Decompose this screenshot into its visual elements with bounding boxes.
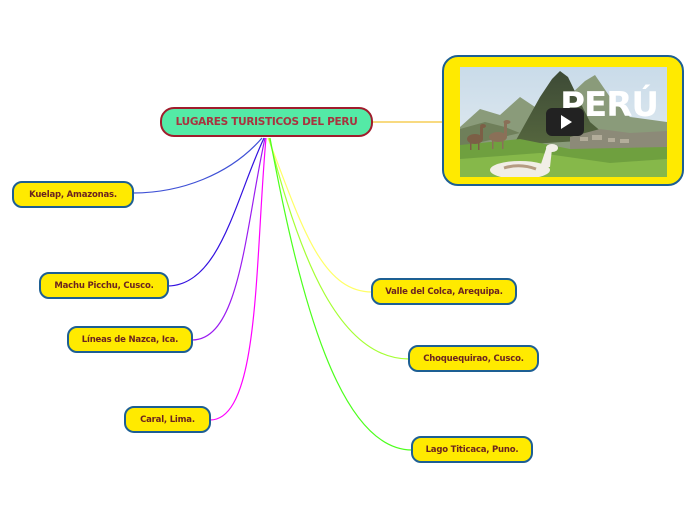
link-nazca bbox=[191, 137, 266, 341]
node-titicaca[interactable]: Lago Titicaca, Puno. bbox=[411, 436, 533, 463]
node-machu-picchu[interactable]: Machu Picchu, Cusco. bbox=[39, 272, 169, 299]
link-machu bbox=[167, 137, 265, 287]
link-caral bbox=[209, 137, 267, 421]
node-label: Líneas de Nazca, Ica. bbox=[81, 334, 179, 345]
link-titicaca bbox=[269, 137, 413, 451]
node-label: Choquequirao, Cusco. bbox=[423, 353, 524, 364]
link-colca bbox=[267, 137, 373, 293]
media-node[interactable]: PERÚ bbox=[442, 55, 684, 186]
root-node[interactable]: LUGARES TURISTICOS DEL PERU bbox=[160, 107, 373, 137]
llama-3 bbox=[490, 144, 558, 177]
node-colca[interactable]: Valle del Colca, Arequipa. bbox=[371, 278, 517, 305]
node-nazca[interactable]: Líneas de Nazca, Ica. bbox=[67, 326, 193, 353]
node-label: Kuelap, Amazonas. bbox=[29, 189, 117, 200]
node-caral[interactable]: Caral, Lima. bbox=[124, 406, 211, 433]
node-label: Caral, Lima. bbox=[140, 414, 195, 425]
llama-1 bbox=[467, 124, 486, 150]
llama-2 bbox=[489, 120, 511, 149]
node-kuelap[interactable]: Kuelap, Amazonas. bbox=[12, 181, 134, 208]
node-choquequirao[interactable]: Choquequirao, Cusco. bbox=[408, 345, 539, 372]
play-icon bbox=[561, 115, 572, 129]
play-button[interactable] bbox=[546, 108, 584, 136]
video-thumbnail[interactable]: PERÚ bbox=[460, 67, 667, 177]
root-label: LUGARES TURISTICOS DEL PERU bbox=[175, 116, 358, 128]
node-label: Machu Picchu, Cusco. bbox=[54, 280, 154, 291]
link-choquequirao bbox=[268, 137, 410, 360]
node-label: Valle del Colca, Arequipa. bbox=[385, 286, 503, 297]
link-kuelap bbox=[132, 137, 263, 194]
node-label: Lago Titicaca, Puno. bbox=[425, 444, 519, 455]
